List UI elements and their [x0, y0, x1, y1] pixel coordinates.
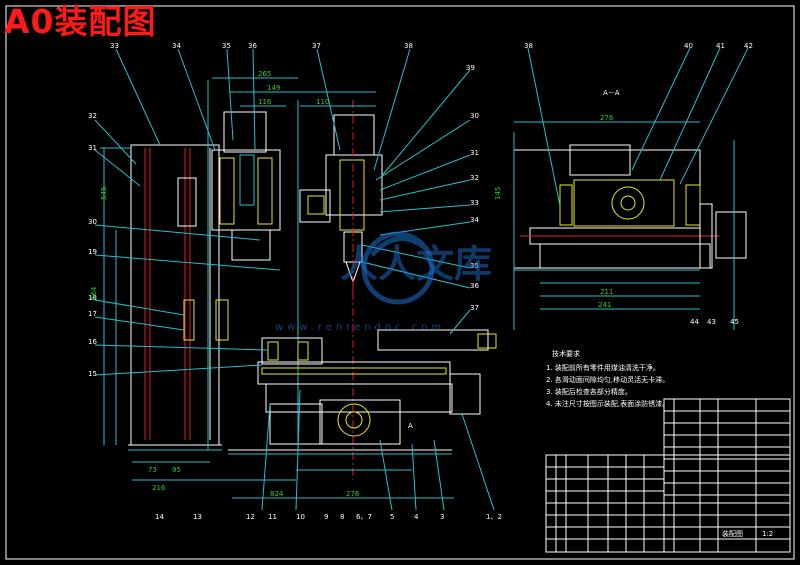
dimension-label: 145 — [494, 187, 502, 200]
section-view — [513, 121, 747, 330]
watermark-text: 人人文库 — [340, 242, 492, 286]
dimension-label: 116 — [258, 98, 272, 106]
dimension-label: 95 — [172, 466, 181, 474]
part-number-label: 36 — [470, 282, 479, 290]
part-number-label: 18 — [88, 294, 97, 302]
title-block-scale: 1:2 — [762, 530, 773, 538]
part-number-label: 3 — [440, 513, 444, 521]
part-number-label: 4 — [414, 513, 419, 521]
front-view — [100, 77, 497, 499]
part-number-label: 12 — [246, 513, 255, 521]
part-number-label: 13 — [193, 513, 202, 521]
dimension-label: 276 — [600, 114, 614, 122]
dimension-label: 824 — [270, 490, 284, 498]
dimension-label: 265 — [258, 70, 271, 78]
dimension-label: 216 — [152, 484, 166, 492]
part-number-label: 16 — [88, 338, 97, 346]
dimension-label: 211 — [600, 288, 613, 296]
part-number-label: 37 — [470, 304, 479, 312]
part-number-label: 36 — [248, 42, 257, 50]
part-number-label: 35 — [470, 262, 479, 270]
title-block-name: 装配图 — [722, 529, 743, 538]
part-number-label: 40 — [684, 42, 693, 50]
part-number-label: 32 — [88, 112, 97, 120]
part-number-label: 35 — [222, 42, 231, 50]
dimension-label: 276 — [346, 490, 360, 498]
part-number-label: 14 — [155, 513, 164, 521]
dimension-label: 73 — [148, 466, 157, 474]
part-number-label: 15 — [88, 370, 97, 378]
part-number-label: 8 — [340, 513, 344, 521]
part-number-label: 42 — [744, 42, 753, 50]
part-number-label: 45 — [730, 318, 739, 326]
part-number-label: 6、7 — [356, 513, 372, 521]
part-number-label: 1、2 — [486, 513, 502, 521]
part-number-label: 19 — [88, 248, 97, 256]
section-marker: A — [408, 422, 413, 430]
part-number-label: 30 — [88, 218, 97, 226]
watermark — [361, 231, 435, 305]
dimension-label: 149 — [267, 84, 280, 92]
tech-note-1: 1. 装配前所有零件用煤油清洗干净。 — [546, 363, 660, 372]
part-number-label: 41 — [716, 42, 725, 50]
column-body — [130, 144, 220, 446]
part-number-label: 31 — [470, 149, 479, 157]
dimension-label: 241 — [598, 301, 611, 309]
part-number-label: 43 — [707, 318, 716, 326]
part-number-label: 38 — [404, 42, 413, 50]
part-number-label: 30 — [470, 112, 479, 120]
part-number-label: 38 — [524, 42, 533, 50]
tech-note-2: 2. 各滑动面间隙均匀,移动灵活无卡滞。 — [546, 375, 669, 384]
drawing-title: A0装配图 — [4, 2, 157, 41]
part-number-label: 44 — [690, 318, 699, 326]
dimension-label: 110 — [316, 98, 329, 106]
part-number-label: 11 — [268, 513, 277, 521]
part-number-label: 17 — [88, 310, 97, 318]
part-number-label: 37 — [312, 42, 321, 50]
tech-note-3: 3. 装配后检查各部分精度。 — [546, 387, 632, 396]
drawing-border — [5, 5, 795, 560]
section-label: A－A — [603, 89, 620, 97]
part-number-label: 32 — [470, 174, 479, 182]
leader-lines — [94, 47, 749, 511]
tech-heading: 技术要求 — [552, 349, 580, 358]
part-number-label: 10 — [296, 513, 305, 521]
part-number-label: 33 — [110, 42, 119, 50]
part-number-label: 31 — [88, 144, 97, 152]
tech-note-4: 4. 未注尺寸按图示装配,表面涂防锈漆。 — [546, 399, 669, 408]
part-number-label: 5 — [390, 513, 394, 521]
part-number-label: 9 — [324, 513, 328, 521]
title-block-table — [545, 398, 791, 553]
part-number-label: 33 — [470, 199, 479, 207]
part-number-label: 34 — [470, 216, 479, 224]
part-number-label: 39 — [466, 64, 475, 72]
watermark-url: www.renrendoc.com — [275, 322, 445, 333]
dimension-label: 545 — [100, 187, 108, 200]
part-number-label: 34 — [172, 42, 181, 50]
dimension-label: 664 — [90, 286, 98, 300]
